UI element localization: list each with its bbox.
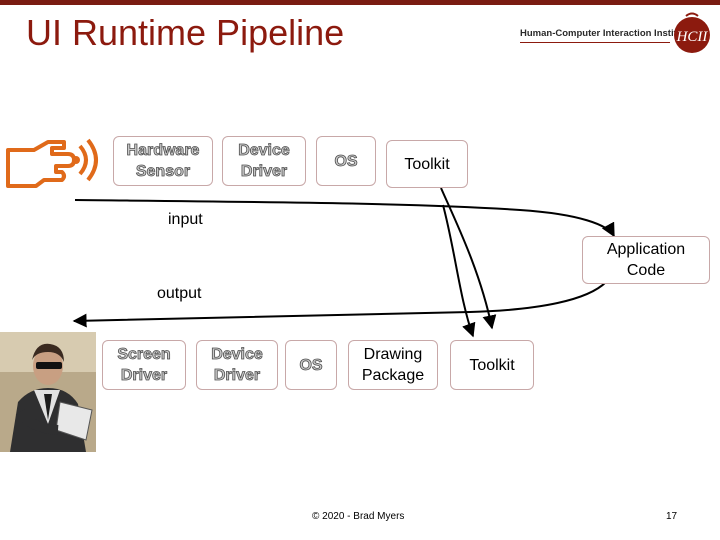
drawing-package-box: Drawing Package: [348, 340, 438, 390]
footer-copyright: © 2020 - Brad Myers: [312, 511, 405, 522]
input-os-box: OS: [316, 136, 376, 186]
toolkit-to-toolkit-arrow-1: [440, 187, 497, 330]
institute-name: Human-Computer Interaction Institute: [520, 28, 692, 39]
output-device-driver-box: Device Driver: [196, 340, 278, 390]
screen-driver-box: Screen Driver: [102, 340, 186, 390]
page-number: 17: [666, 511, 678, 522]
input-label: input: [168, 211, 203, 228]
institute-underline: [520, 42, 670, 43]
output-os-box: OS: [285, 340, 337, 390]
output-label: output: [157, 285, 202, 302]
application-code-box: Application Code: [582, 236, 710, 284]
pointing-finger-icon: [6, 138, 98, 188]
slide-title: UI Runtime Pipeline: [26, 12, 345, 53]
person-with-tablet-illustration: [0, 332, 96, 452]
input-device-driver-box: Device Driver: [222, 136, 306, 186]
output-arrow: [72, 281, 607, 328]
input-arrow: [74, 199, 615, 238]
svg-text:HCII: HCII: [676, 29, 709, 45]
hardware-sensor-box: Hardware Sensor: [113, 136, 213, 186]
hcii-logo: HCII: [674, 12, 710, 53]
toolkit-to-toolkit-arrow-2: [442, 204, 476, 338]
top-accent-bar: [0, 0, 720, 5]
input-toolkit-box: Toolkit: [386, 140, 468, 188]
output-toolkit-box: Toolkit: [450, 340, 534, 390]
